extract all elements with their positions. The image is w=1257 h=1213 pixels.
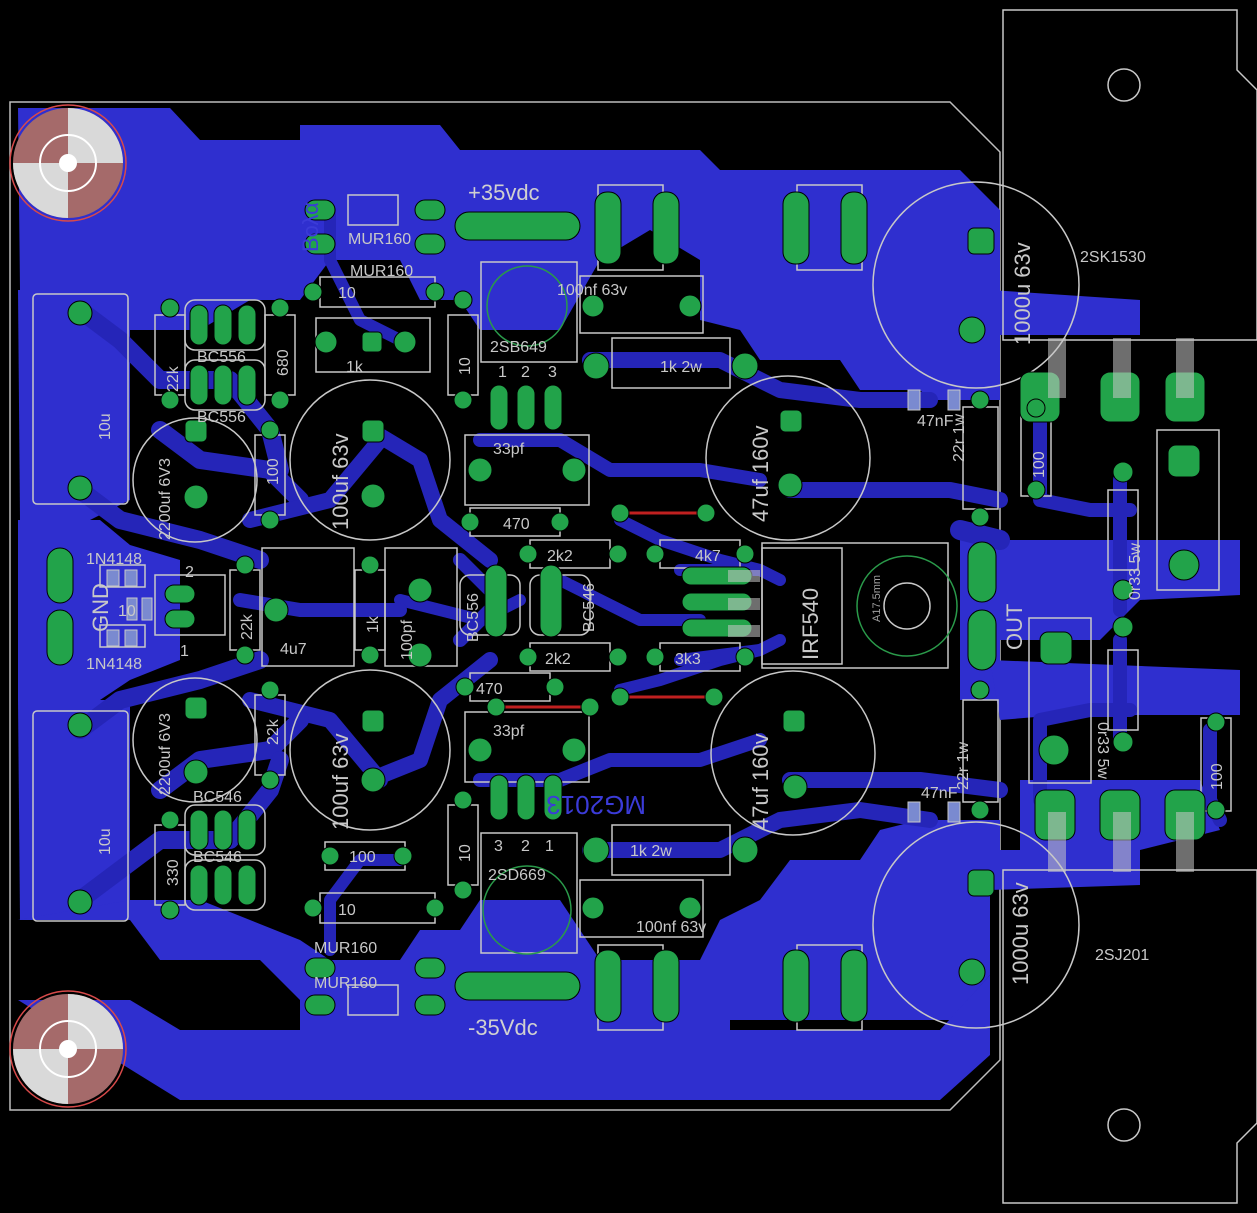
label-r-10-d: 10 <box>457 357 474 375</box>
label-c-10u-top: 10u <box>97 413 114 440</box>
label-c-33pf-top: 33pf <box>493 441 525 458</box>
label-r-680: 680 <box>275 349 292 376</box>
label-d5: 1N4148 <box>86 551 142 568</box>
label-c-100uf-bottom: 100uf 63v <box>328 733 353 830</box>
label-r-22k-c: 22k <box>265 718 282 745</box>
label-r-0r33-bottom: 0r33 5w <box>1094 722 1111 779</box>
label-q1: BC556 <box>197 349 246 366</box>
label-r-2k2-a: 2k2 <box>547 548 573 565</box>
label-r-330: 330 <box>165 859 182 886</box>
label-r-22k-a: 22k <box>165 365 182 392</box>
label-q2: BC556 <box>197 409 246 426</box>
label-r-470-a: 470 <box>503 516 530 533</box>
label-signature: Βολα <box>298 202 323 252</box>
label-pin2-top: 2 <box>521 364 530 381</box>
label-d4: MUR160 <box>314 975 377 992</box>
label-c-10u-bottom: 10u <box>97 828 114 855</box>
label-c-47uf-top: 47uf 160v <box>748 425 773 522</box>
label-c-33pf-bottom: 33pf <box>493 723 525 740</box>
label-r-100-a: 100 <box>349 849 376 866</box>
label-r-4k7: 4k7 <box>695 548 721 565</box>
label-pin2-conn: 2 <box>185 564 194 581</box>
label-mosfet: IRF540 <box>798 588 823 660</box>
board-outline <box>9 101 1001 1111</box>
label-r-100-c: 100 <box>1031 451 1048 478</box>
label-c-47uf-bottom: 47uf 160v <box>748 733 773 830</box>
label-r-100-b: 100 <box>265 458 282 485</box>
mount-hole-bottom <box>9 990 127 1108</box>
label-pin1-top: 1 <box>498 364 507 381</box>
label-r-3k3: 3k3 <box>675 651 701 668</box>
label-r-10-b: 10 <box>338 902 356 919</box>
label-c-2200-top: 2200uf 6V3 <box>157 458 174 540</box>
label-pos-rail: +35vdc <box>468 180 540 205</box>
label-r-10-c: 10 <box>118 603 136 620</box>
label-neg-rail: -35Vdc <box>468 1015 538 1040</box>
label-c-big-bottom: 1000u 63v <box>1008 882 1033 985</box>
label-driver-bottom: 2SD669 <box>488 867 546 884</box>
label-r-1k2w-top: 1k 2w <box>660 359 702 376</box>
label-out: OUT <box>1002 604 1027 650</box>
label-d2: MUR160 <box>350 263 413 280</box>
power-bars <box>728 338 1194 872</box>
jumper-wires <box>496 511 714 709</box>
label-r-1k-a: 1k <box>346 359 364 376</box>
label-upper-power: 2SK1530 <box>1080 249 1146 266</box>
label-c-2200-bottom: 2200uf 6V3 <box>157 713 174 795</box>
label-d3: MUR160 <box>314 940 377 957</box>
label-r-10-e: 10 <box>457 844 474 862</box>
label-design: MG2013 <box>546 790 646 820</box>
label-pin3-top: 3 <box>548 364 557 381</box>
label-r-1k2w-bottom: 1k 2w <box>630 843 672 860</box>
label-pin2-bottom: 2 <box>521 838 530 855</box>
label-d6: 1N4148 <box>86 656 142 673</box>
label-r-22k-b: 22k <box>239 613 256 640</box>
label-driver-top: 2SB649 <box>490 339 547 356</box>
label-c-big-top: 1000u 63v <box>1010 242 1035 345</box>
label-c-100nf-bottom: 100nf 63v <box>636 919 706 936</box>
label-c-47n-top: 47nF <box>917 413 954 430</box>
label-r-470-b: 470 <box>476 681 503 698</box>
label-r-0r33-top: 0r33 5w <box>1127 543 1144 600</box>
label-q6: BC546 <box>581 583 598 632</box>
label-c-4u7: 4u7 <box>280 641 307 658</box>
label-c-47n-bottom: 47nF <box>921 785 958 802</box>
label-r-22r-bottom: 22r 1w <box>955 742 972 790</box>
label-q5: BC556 <box>465 593 482 642</box>
label-c-100uf-top: 100uf 63v <box>328 433 353 530</box>
label-pin1-conn: 1 <box>180 643 189 660</box>
label-heatsink-note: A17.5mm <box>871 575 883 622</box>
label-r-10-a: 10 <box>338 285 356 302</box>
smd-parts <box>106 389 961 823</box>
label-pin3-bottom: 3 <box>494 838 503 855</box>
mount-hole-top <box>9 104 127 222</box>
label-c-100pf: 100pf <box>399 619 416 660</box>
label-r-22r-top: 22r 1w <box>951 414 968 462</box>
label-r-2k2-b: 2k2 <box>545 651 571 668</box>
label-q3: BC546 <box>193 789 242 806</box>
label-pin1-bottom: 1 <box>545 838 554 855</box>
label-q4: BC546 <box>193 849 242 866</box>
label-lower-power: 2SJ201 <box>1095 947 1149 964</box>
label-r-100-d: 100 <box>1209 763 1226 790</box>
label-c-100nf-top: 100nf 63v <box>557 282 627 299</box>
label-r-1k-b: 1k <box>365 615 382 633</box>
label-d1: MUR160 <box>348 231 411 248</box>
label-gnd: GND <box>88 583 113 632</box>
